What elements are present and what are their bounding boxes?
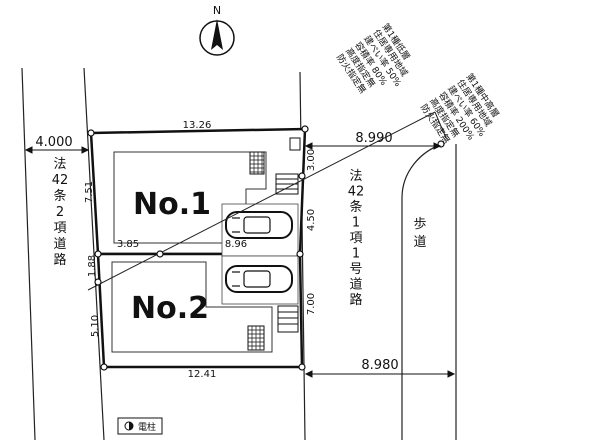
dim-right-lower: 7.00 [306, 293, 317, 315]
lot1-label: No.1 [133, 187, 211, 222]
dim-left-mid: 1.88 [87, 255, 98, 277]
sidewalk-char: 歩 [413, 217, 426, 232]
car-icon [225, 211, 293, 239]
left-road-name-char: 2 [56, 205, 64, 220]
sidewalk-char: 道 [413, 235, 426, 250]
dim-mid-right: 8.96 [225, 239, 247, 250]
building-outlines [111, 151, 273, 353]
survey-points [87, 125, 445, 371]
right-road-name-char: 項 [349, 231, 362, 246]
sidewalk-label: 歩道 [413, 217, 426, 250]
dim-bottom: 12.41 [188, 369, 217, 380]
zoning-boundary-line [87, 111, 436, 291]
dim-right-upper: 3.00 [306, 149, 317, 171]
dim-left-upper: 7.51 [84, 181, 95, 203]
entrance-steps [275, 137, 301, 333]
left-road-name-char: 路 [53, 252, 66, 268]
left-road-width: 4.000 [35, 135, 72, 150]
right-road-width-bottom: 8.980 [361, 358, 398, 373]
right-road-name-char: 1 [352, 216, 360, 231]
right-road-name-char: 1 [352, 247, 360, 262]
north-arrow: N [199, 4, 235, 56]
road-width-dimensions [24, 142, 456, 378]
right-road-name-char: 号 [349, 262, 362, 277]
zoning-leader-line [434, 111, 447, 139]
dim-top: 13.26 [183, 120, 212, 131]
right-road-name-char: 道 [349, 278, 362, 293]
right-road-name-char: 法 [349, 169, 362, 184]
right-road-name-char: 路 [349, 292, 362, 308]
right-road-name-char: 42 [348, 185, 365, 200]
left-road-name-char: 42 [52, 173, 69, 188]
dim-left-lower: 5.10 [90, 315, 101, 337]
left-road-name-char: 条 [53, 188, 66, 204]
right-road-name-char: 条 [349, 199, 362, 215]
legend-pole-label: 電柱 [138, 421, 156, 433]
left-road-name-char: 道 [53, 237, 66, 252]
left-road-name-char: 項 [53, 221, 66, 236]
left-road-name-char: 法 [53, 157, 66, 172]
right-road-width-top: 8.990 [355, 131, 392, 146]
lot2-label: No.2 [131, 291, 209, 326]
utility-box [249, 151, 265, 175]
utility-box [247, 325, 265, 351]
dim-mid-left: 3.85 [117, 239, 139, 250]
north-label: N [213, 4, 221, 17]
car-icon [225, 265, 293, 293]
dim-right-mid: 4.50 [306, 209, 317, 231]
legend: 電柱 [117, 417, 163, 435]
